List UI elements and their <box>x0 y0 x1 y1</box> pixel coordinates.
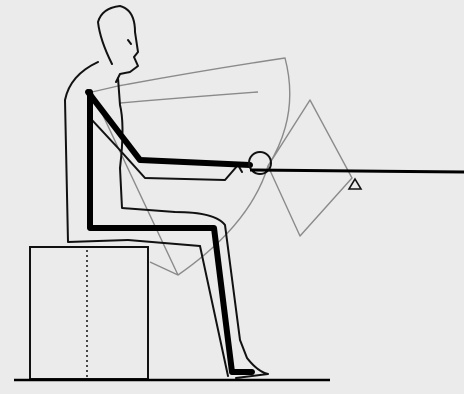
reach-line <box>250 170 464 172</box>
